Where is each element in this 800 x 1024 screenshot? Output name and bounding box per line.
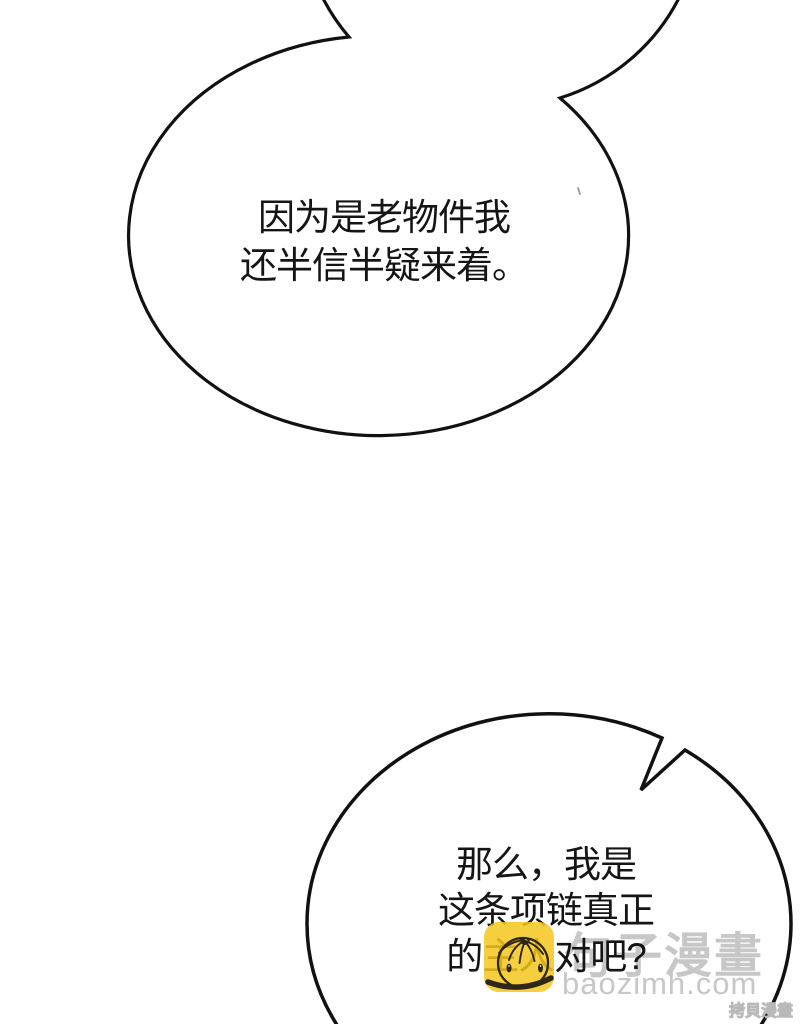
bottom-speech-bubble <box>305 711 793 1024</box>
top-speech-bubble <box>127 0 680 438</box>
watermark-corner-text: 拷貝漫畫 <box>729 1003 794 1021</box>
mascot-eyes <box>506 963 543 973</box>
baozi-mascot-icon <box>484 922 554 992</box>
bubble-line: 那么，我是 <box>456 844 637 885</box>
top-bubble-text: 因为是老物件我 还半信半疑来着。 <box>240 194 529 290</box>
watermark-domain-text: baozimh.com <box>562 966 758 1001</box>
watermark-brand-text: 句子漫畫 <box>564 930 765 983</box>
bubble-line: 还半信半疑来着。 <box>240 245 529 286</box>
speck-mark <box>577 187 581 195</box>
baozi-face-icon <box>485 936 554 990</box>
bubble-line: 因为是老物件我 <box>258 197 511 238</box>
